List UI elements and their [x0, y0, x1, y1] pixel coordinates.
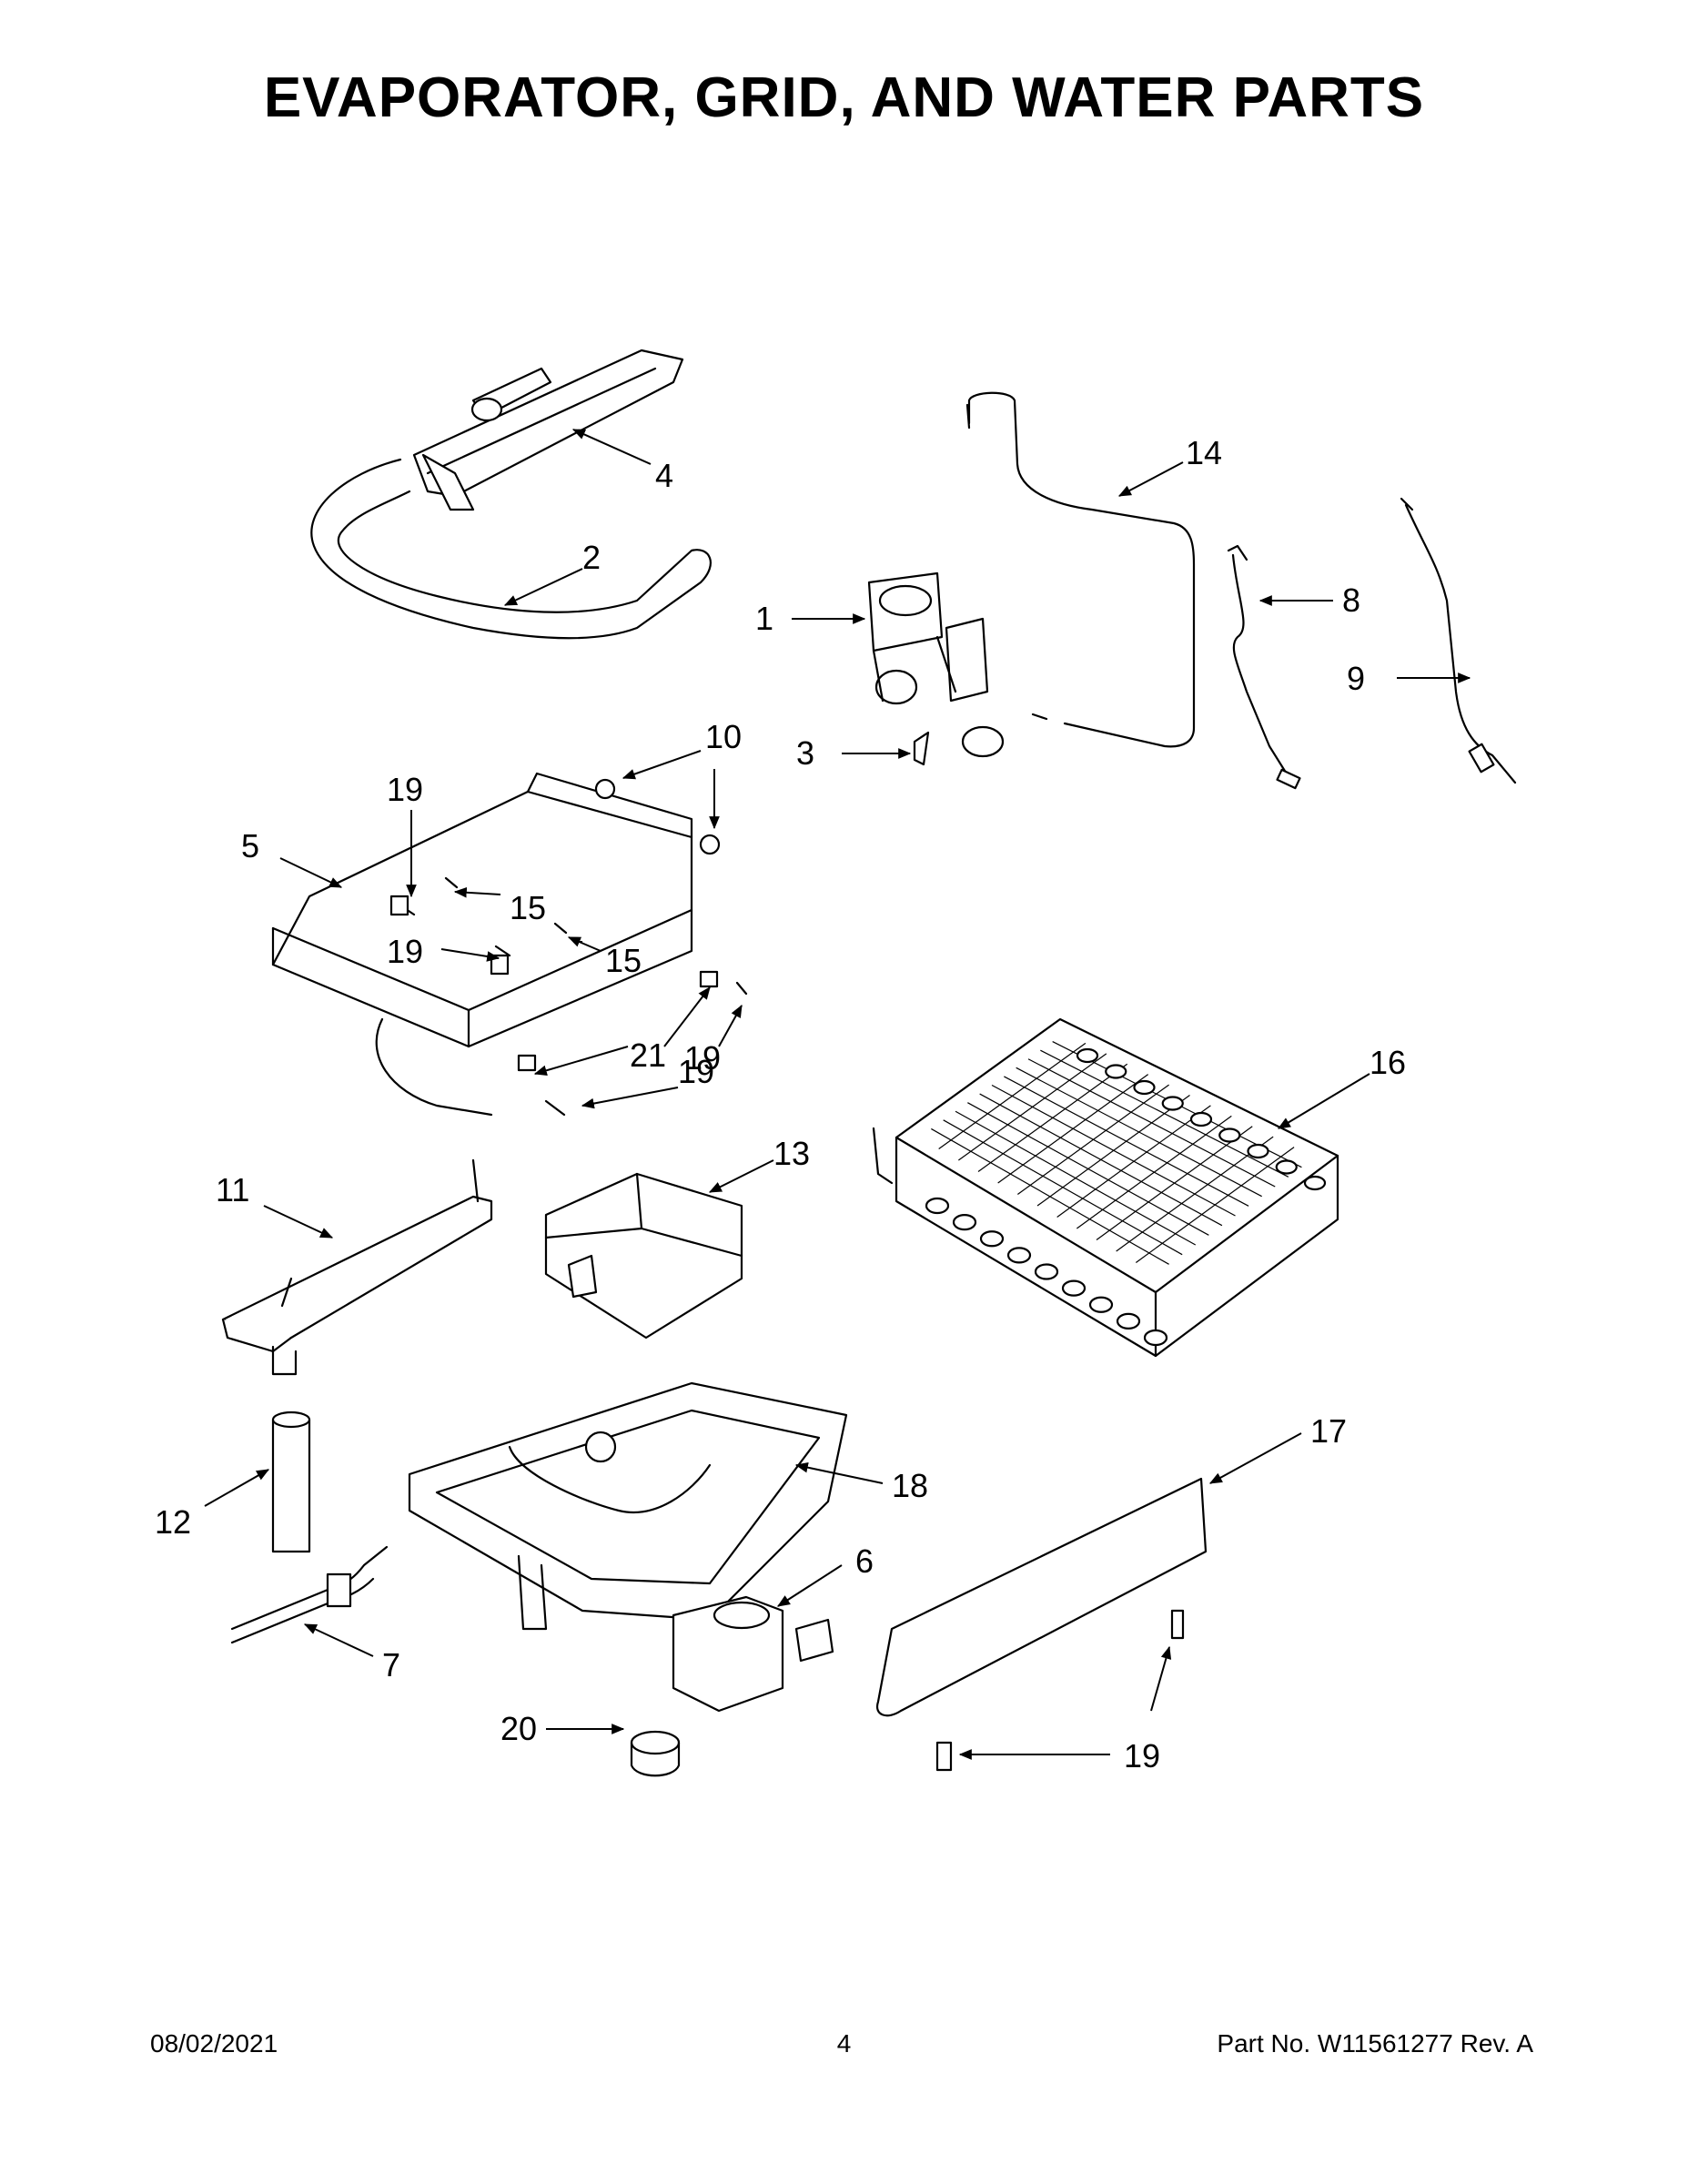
callout-4: 4 [655, 457, 673, 494]
callout-9: 9 [1347, 660, 1365, 697]
grid-cup [1247, 1143, 1269, 1159]
part-8-tube [1227, 544, 1301, 790]
grid-cup [1161, 1096, 1184, 1111]
callout-16: 16 [1370, 1044, 1406, 1081]
callout-19-b: 19 [387, 933, 423, 970]
page-title: EVAPORATOR, GRID, AND WATER PARTS [263, 66, 1425, 129]
grid-cup [1133, 1079, 1156, 1096]
grid-cup [1061, 1279, 1087, 1297]
grid-cup [979, 1230, 1005, 1248]
callout-15-a: 15 [510, 889, 546, 926]
footer-part-number: Part No. W11561277 Rev. A [1217, 2029, 1533, 2058]
callout-19-c: 19 [684, 1039, 721, 1077]
callout-19-a: 19 [387, 771, 423, 808]
callout-1: 1 [755, 600, 773, 637]
part-18-ice-tray [408, 1381, 848, 1631]
grid-cup [1076, 1047, 1099, 1064]
footer-date: 08/02/2021 [150, 2029, 278, 2058]
callout-15-b: 15 [605, 942, 642, 979]
grid-cup [1006, 1247, 1032, 1264]
callout-5: 5 [241, 827, 259, 864]
part-4-heater-bracket [412, 349, 684, 511]
part-1-water-valve [867, 571, 1005, 758]
footer-page-number: 4 [836, 2029, 852, 2058]
callout-2: 2 [582, 539, 601, 576]
part-7-tube [230, 1545, 389, 1644]
grid-cup [1116, 1312, 1141, 1330]
part-12-tube [271, 1410, 311, 1553]
part-17-shield [875, 1477, 1208, 1717]
grid-cup [952, 1214, 977, 1231]
callout-3: 3 [796, 734, 814, 772]
part-11-trough [221, 1158, 493, 1376]
grid-wire [1116, 1136, 1274, 1252]
grid-cup [1218, 1127, 1241, 1143]
grid-cup [1303, 1175, 1327, 1191]
callout-17: 17 [1310, 1412, 1347, 1450]
callout-labels: 4 2 14 1 8 9 3 10 19 5 15 19 15 21 19 16… [155, 434, 1406, 1774]
part-6-motor [672, 1595, 834, 1713]
grid-cup [1034, 1263, 1059, 1280]
callout-10: 10 [705, 718, 742, 755]
callout-7: 7 [382, 1646, 400, 1684]
part-9-tube [1400, 497, 1517, 784]
callout-8: 8 [1342, 581, 1360, 619]
part-14-water-tube [965, 391, 1196, 748]
part-20-nut [630, 1730, 681, 1777]
callout-6: 6 [855, 1542, 874, 1580]
callout-19-e: 19 [1124, 1737, 1160, 1774]
part-3-clip [913, 731, 930, 766]
callout-19-d: 19 [678, 1053, 714, 1090]
callout-leaders [204, 429, 1471, 1760]
grid-cup [925, 1197, 950, 1215]
part-5-evaporator-bracket [271, 772, 748, 1117]
grid-cup [1275, 1159, 1298, 1175]
grid-cup [1088, 1296, 1114, 1313]
callout-12: 12 [155, 1503, 191, 1541]
callout-11: 11 [216, 1171, 249, 1208]
grid-cup [1143, 1329, 1168, 1347]
callout-13: 13 [773, 1135, 810, 1172]
callout-21: 21 [630, 1036, 666, 1074]
part-2-heater-loop [310, 458, 712, 640]
callout-18: 18 [892, 1467, 928, 1504]
grid-wire [1135, 1147, 1295, 1263]
callout-20: 20 [500, 1710, 537, 1747]
part-13-cover [544, 1172, 743, 1340]
part-16-evaporator-grid [872, 1017, 1339, 1358]
callout-14: 14 [1186, 434, 1222, 471]
grid-cup [1105, 1064, 1127, 1079]
grid-cup [1189, 1111, 1213, 1127]
